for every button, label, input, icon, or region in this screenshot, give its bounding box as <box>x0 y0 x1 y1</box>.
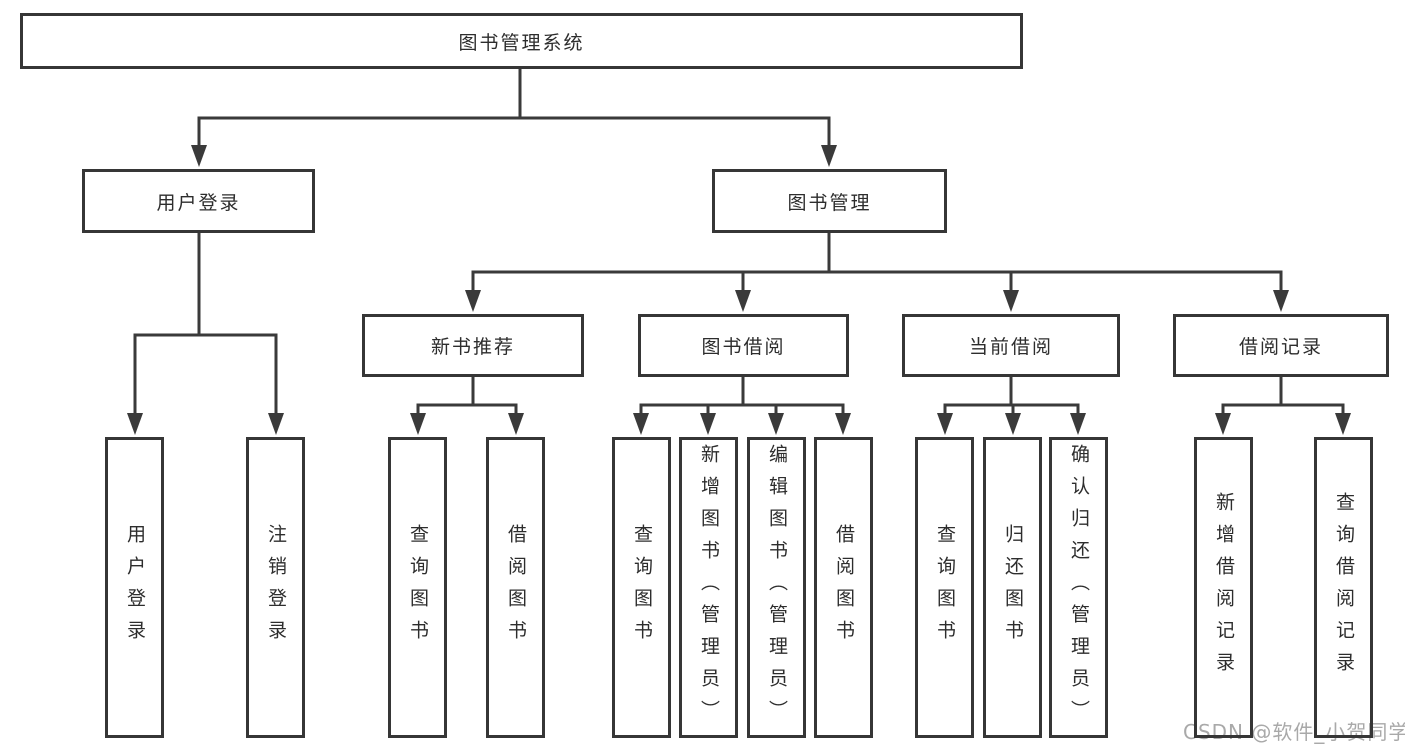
node-library-management-system: 图书管理系统 <box>20 13 1023 69</box>
leaf-confirm-return-admin: 确认归还（管理员） <box>1049 437 1108 738</box>
leaf-borrow-books: 借阅图书 <box>814 437 873 738</box>
node-book-borrowing: 图书借阅 <box>638 314 849 377</box>
leaf-query-books-current: 查询图书 <box>915 437 974 738</box>
node-new-book-recommendation: 新书推荐 <box>362 314 584 377</box>
leaf-query-borrow-record: 查询借阅记录 <box>1314 437 1373 738</box>
leaf-edit-books-admin: 编辑图书（管理员） <box>747 437 806 738</box>
leaf-query-books-recommend: 查询图书 <box>388 437 447 738</box>
node-borrowing-records: 借阅记录 <box>1173 314 1389 377</box>
leaf-return-books: 归还图书 <box>983 437 1042 738</box>
leaf-query-books-borrowing: 查询图书 <box>612 437 671 738</box>
node-book-management: 图书管理 <box>712 169 947 233</box>
arrowhead-icons <box>127 145 1351 435</box>
watermark: CSDN @软件_小贺同学 <box>1183 720 1405 744</box>
leaf-logout: 注销登录 <box>246 437 305 738</box>
leaf-borrow-books-recommend: 借阅图书 <box>486 437 545 738</box>
leaf-user-login: 用户登录 <box>105 437 164 738</box>
leaf-add-books-admin: 新增图书（管理员） <box>679 437 738 738</box>
node-current-borrowing: 当前借阅 <box>902 314 1120 377</box>
leaf-add-borrow-record: 新增借阅记录 <box>1194 437 1253 738</box>
node-user-login: 用户登录 <box>82 169 315 233</box>
